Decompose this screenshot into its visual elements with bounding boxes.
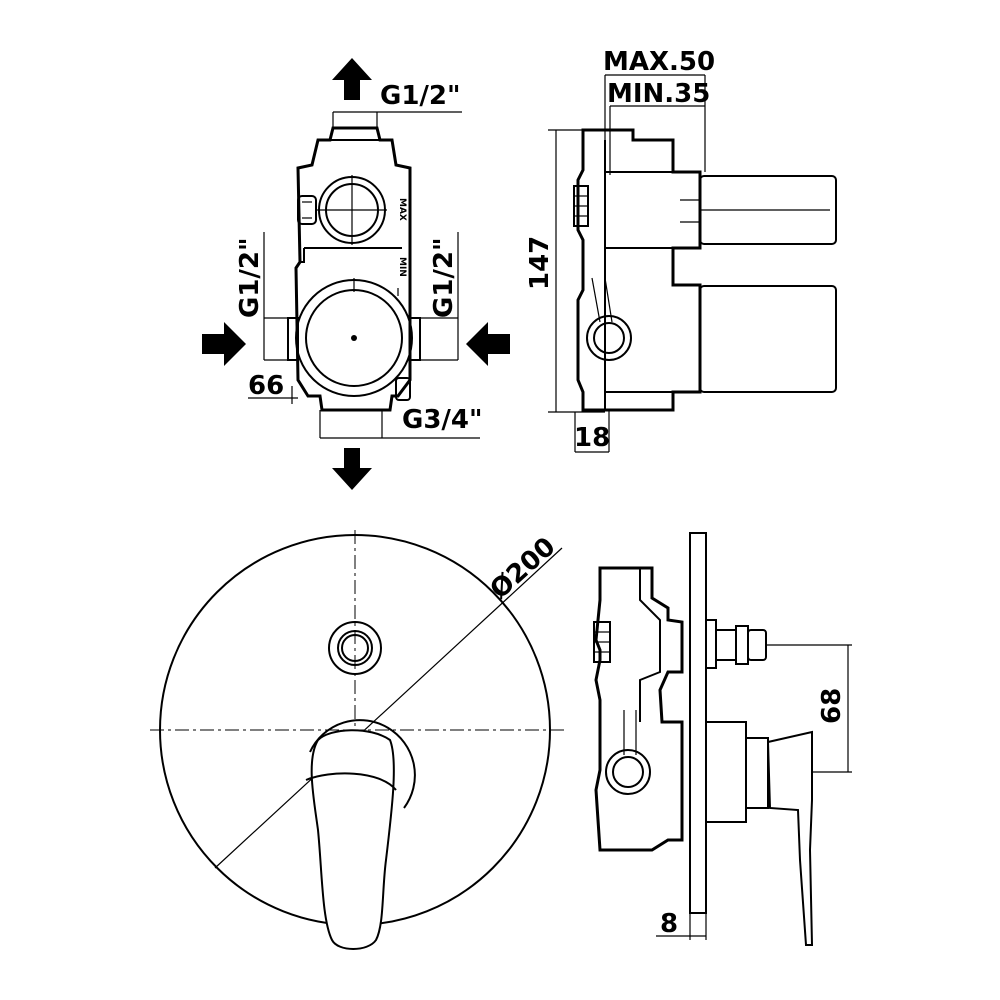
bottom-outlet-label: G3/4" [402,405,483,435]
left-inlet-arrow-icon [202,322,246,366]
up-arrow-icon [332,58,372,100]
assembled-side-view: 68 8 [593,532,852,946]
right-inlet-arrow-icon [466,322,510,366]
down-arrow-icon [332,448,372,490]
left-inlet-label: G1/2" [235,237,265,318]
offset-label: 18 [574,423,610,453]
body-width-label: 66 [248,371,284,401]
cover-plate-front-view: Ø200 [150,530,568,950]
min-marking: MIN [397,257,407,277]
top-outlet-label: G1/2" [380,81,461,111]
valve-body-front-view: G1/2" MAX MIN G3/4" [202,58,510,490]
max-depth-label: MAX.50 [603,47,715,77]
right-inlet-label: G1/2" [429,237,459,318]
plate-thickness-label: 8 [660,909,678,939]
min-depth-label: MIN.35 [607,79,710,109]
max-marking: MAX [397,198,407,221]
height-label: 147 [525,236,555,290]
handle-offset-label: 68 [817,688,847,724]
valve-body-side-view: MAX.50 MIN.35 147 18 [525,47,837,453]
plate-diameter-label: Ø200 [485,532,562,605]
